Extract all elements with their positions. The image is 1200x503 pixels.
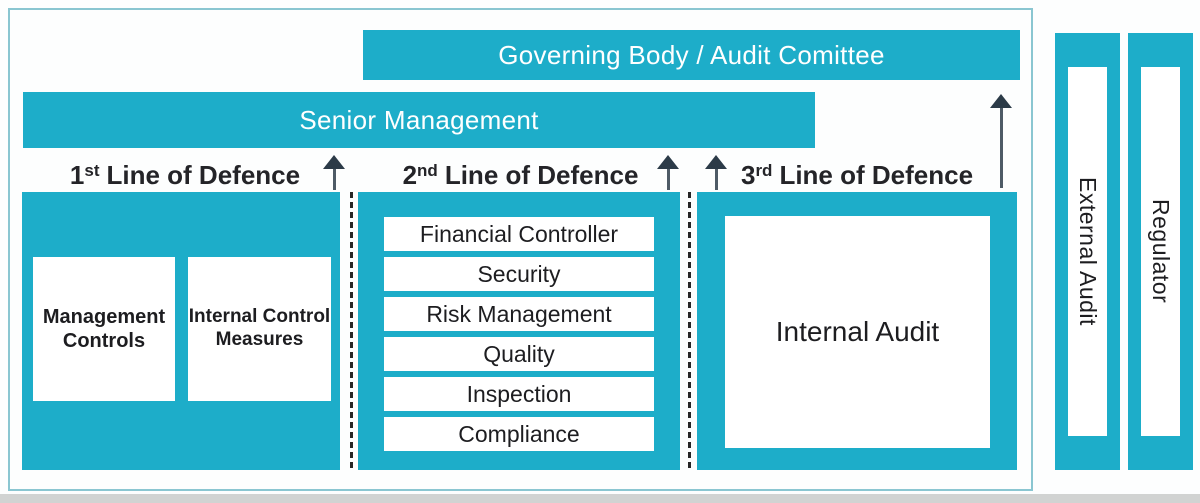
first-line-label: Line of Defence [106,160,301,190]
internal-control-measures-box: Internal Control Measures [188,257,331,401]
third-line-label: Line of Defence [779,160,974,190]
second-line-ordinal-suffix: nd [417,161,438,180]
arrow-stem [999,108,1003,188]
risk-management-box: Risk Management [384,297,654,331]
governing-body-bar: Governing Body / Audit Comittee [363,30,1020,80]
third-line-ordinal: 3 [740,160,756,190]
page-edge-strip [0,494,1200,503]
inspection-box: Inspection [384,377,654,411]
up-arrow-icon [657,155,679,190]
arrow-stem [714,169,718,190]
security-box: Security [384,257,654,291]
arrow-head [323,155,345,169]
quality-box: Quality [384,337,654,371]
diagram-border [8,8,1033,491]
up-arrow-icon [323,155,345,190]
third-line-ordinal-suffix: rd [755,161,773,180]
compliance-box: Compliance [384,417,654,451]
column-separator-dashed-line [688,192,691,470]
up-arrow-icon [705,155,727,190]
senior-management-label: Senior Management [299,104,539,135]
internal-audit-label: Internal Audit [775,316,940,347]
senior-management-bar: Senior Management [23,92,815,148]
regulator-inner-box: Regulator [1141,67,1180,436]
management-controls-label: Management Controls [42,306,166,352]
governing-body-label: Governing Body / Audit Comittee [498,39,885,70]
first-line-ordinal-suffix: st [84,161,100,180]
arrow-head [657,155,679,169]
first-line-ordinal: 1 [69,160,85,190]
arrow-head [990,94,1012,108]
external-audit-inner-box: External Audit [1068,67,1107,436]
internal-audit-box: Internal Audit [725,216,990,448]
second-line-ordinal: 2 [402,160,418,190]
management-controls-box: Management Controls [33,257,175,401]
internal-control-measures-label: Internal Control Measures [188,306,331,350]
regulator-bar: Regulator [1128,33,1193,470]
arrow-stem [332,169,336,190]
external-audit-bar: External Audit [1055,33,1120,470]
arrow-head [705,155,727,169]
up-arrow-icon [990,94,1012,188]
arrow-stem [666,169,670,190]
external-audit-label: External Audit [1075,177,1101,326]
regulator-label: Regulator [1148,199,1174,304]
second-line-label: Line of Defence [444,160,639,190]
financial-controller-box: Financial Controller [384,217,654,251]
column-separator-dashed-line [350,192,353,470]
